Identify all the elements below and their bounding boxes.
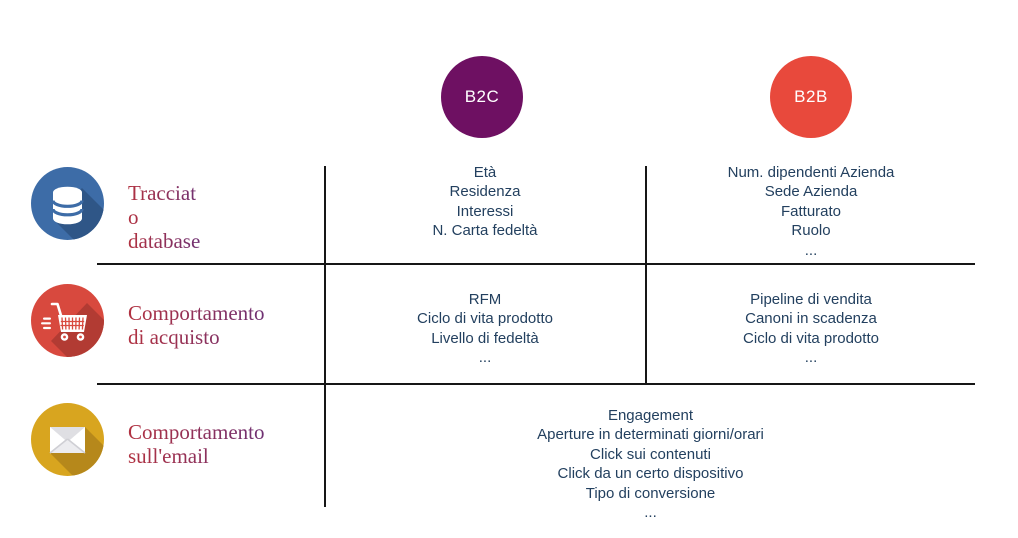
text-line: Canoni in scadenza xyxy=(745,310,877,328)
text-line: ... xyxy=(644,504,657,522)
database-icon xyxy=(31,167,104,240)
text-line: sull'email xyxy=(128,444,209,468)
text-line: database xyxy=(128,229,201,253)
text-line: ... xyxy=(478,349,492,367)
text-line: Tipo di conversione xyxy=(585,484,716,502)
text-line: o xyxy=(128,205,139,229)
b2b-header-circle: B2B xyxy=(770,56,852,138)
text-line: Click sui contenuti xyxy=(590,445,711,463)
text-line: Livello di fedeltà xyxy=(431,329,539,347)
text-line: Ciclo di vita prodotto xyxy=(417,310,553,328)
b2c-header-label: B2C xyxy=(464,87,500,106)
row-divider-line xyxy=(97,383,975,385)
email-icon xyxy=(31,403,104,476)
text-line: Fatturato xyxy=(780,202,842,220)
text-line: Ciclo di vita prodotto xyxy=(743,329,879,347)
text-line: Aperture in determinati giorni/orari xyxy=(537,426,764,444)
row-divider-line xyxy=(97,263,975,265)
b2b-header-label: B2B xyxy=(794,87,828,106)
text-line: Comportamento xyxy=(128,420,265,444)
text-line: ... xyxy=(804,349,818,367)
text-line: di acquisto xyxy=(128,325,220,349)
text-line: Ruolo xyxy=(791,222,831,240)
text-line: Engagement xyxy=(607,407,694,424)
text-line: Num. dipendenti Azienda xyxy=(727,164,895,181)
text-line: Interessi xyxy=(456,202,514,220)
text-line: Click da un certo dispositivo xyxy=(557,465,744,483)
text-line: Comportamento xyxy=(128,301,265,325)
b2c-header-circle: B2C xyxy=(441,56,523,138)
shopping-cart-icon xyxy=(31,284,104,357)
text-line: ... xyxy=(804,241,818,259)
text-line: Sede Azienda xyxy=(764,183,858,201)
text-line: Tracciat xyxy=(128,181,197,205)
text-line: Pipeline di vendita xyxy=(750,291,872,308)
column-divider-line xyxy=(645,166,647,383)
column-divider-line xyxy=(324,166,326,507)
text-line: RFM xyxy=(468,291,502,308)
text-line: Età xyxy=(473,164,497,181)
text-line: Residenza xyxy=(449,183,521,201)
text-line: N. Carta fedeltà xyxy=(432,222,538,240)
